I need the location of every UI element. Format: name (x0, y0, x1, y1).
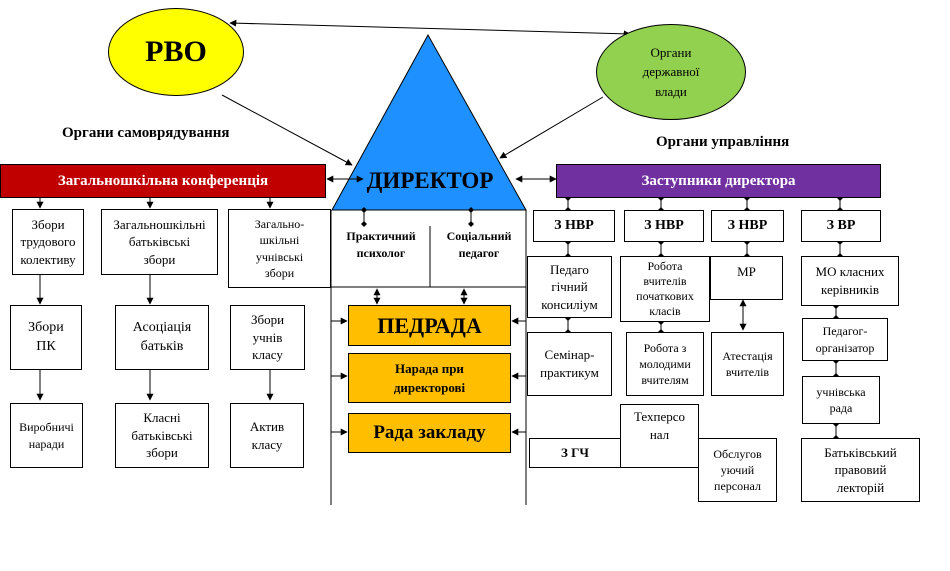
deputy-economic: З ГЧ (529, 438, 621, 468)
practical-psychologist: Практичний психолог (346, 229, 416, 260)
parents-association: Асоціація батьків (115, 305, 209, 370)
production-meetings: Виробничі наради (10, 403, 83, 468)
self-government-label: Органи самоврядування (62, 125, 230, 141)
student-council: учнівська рада (802, 376, 880, 424)
deputy-upbringing: З ВР (801, 210, 881, 242)
trade-union-meeting: Збори ПК (10, 305, 82, 370)
social-pedagogue: Соціальний педагог (446, 229, 512, 260)
parents-legal-lectorium: Батьківський правовий лекторій (801, 438, 920, 502)
pedagogical-consilium: Педаго гічний консиліум (527, 256, 612, 318)
director-label: ДИРЕКТОР (366, 168, 494, 193)
management-label: Органи управління (656, 134, 790, 150)
class-students-meeting: Збори учнів класу (230, 305, 305, 370)
deputy-education-2: З НВР (624, 210, 704, 242)
general-school-conference: Загальношкільна конференція (0, 164, 326, 198)
school-parents-meeting: Загальношкільні батьківські збори (101, 209, 218, 275)
technical-staff: Техперсо нал (620, 404, 699, 468)
young-teachers-work: Робота з молодими вчителям (626, 332, 704, 396)
directors-meeting: Нарада при директорові (348, 353, 511, 403)
institution-council: Рада закладу (348, 413, 511, 453)
service-staff: Обслугов уючий персонал (698, 438, 777, 502)
deputy-directors: Заступники директора (556, 164, 881, 198)
seminar-workshop: Семінар- практикум (527, 332, 612, 396)
labor-collective-meeting: Збори трудового колективу (12, 209, 84, 275)
pedagogical-council: ПЕДРАДА (348, 305, 511, 346)
school-students-meeting: Загально- шкільні учнівські збори (228, 209, 331, 288)
deputy-education-3: З НВР (711, 210, 784, 242)
primary-teachers-work: Робота вчителів початкових класів (620, 256, 710, 322)
class-parents-meeting: Класні батьківські збори (115, 403, 209, 468)
pedagogue-organizer: Педагог- організатор (802, 318, 888, 361)
class-teachers-mo: МО класних керівників (801, 256, 899, 306)
director-triangle (331, 33, 527, 211)
deputy-education-1: З НВР (533, 210, 615, 242)
methodical-work: МР (710, 256, 783, 300)
class-activists: Актив класу (230, 403, 304, 468)
rvo-ellipse: РВО (108, 8, 244, 96)
state-authority-ellipse: Органи державної влади (596, 24, 746, 120)
teacher-attestation: Атестація вчителів (711, 332, 784, 396)
